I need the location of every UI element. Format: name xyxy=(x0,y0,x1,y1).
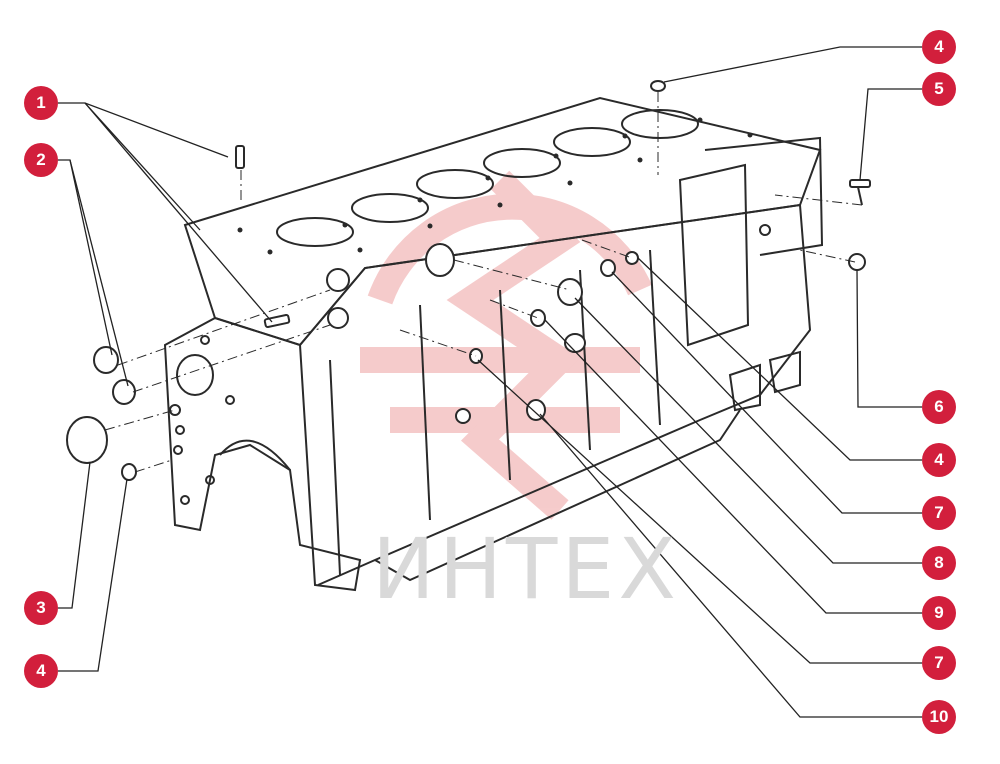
front-face-holes xyxy=(169,335,235,505)
center-lines xyxy=(104,92,863,473)
callout-7-lower: 7 xyxy=(922,646,956,680)
callout-4-top: 4 xyxy=(922,30,956,64)
callout-4-right: 4 xyxy=(922,443,956,477)
cylinder-bores xyxy=(276,109,699,247)
plugs xyxy=(66,80,866,481)
callout-2: 2 xyxy=(24,143,58,177)
callout-5: 5 xyxy=(922,72,956,106)
callout-7-upper: 7 xyxy=(922,496,956,530)
callout-1: 1 xyxy=(24,86,58,120)
callout-4-left: 4 xyxy=(24,654,58,688)
watermark-logo xyxy=(360,170,652,520)
callout-8: 8 xyxy=(922,546,956,580)
callout-10: 10 xyxy=(922,700,956,734)
callout-6: 6 xyxy=(922,390,956,424)
deck-bolt-holes xyxy=(237,117,753,255)
callout-3: 3 xyxy=(24,591,58,625)
watermark-text: ИНТЕХ xyxy=(372,520,680,618)
callout-9: 9 xyxy=(922,596,956,630)
leader-lines xyxy=(58,46,922,718)
